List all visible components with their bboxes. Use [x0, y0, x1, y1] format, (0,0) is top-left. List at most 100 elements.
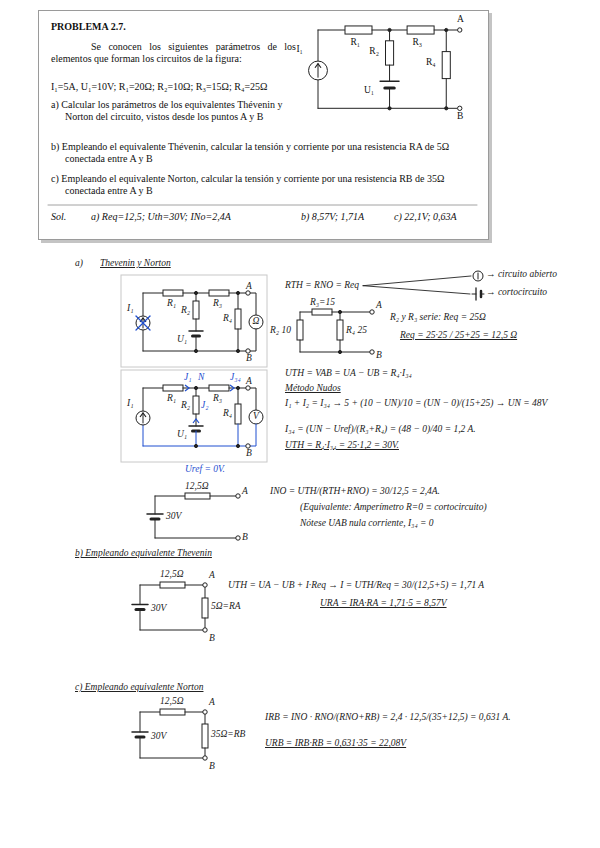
wire: [446, 30, 447, 52]
resistor-symbol: [160, 709, 185, 715]
wire: [143, 293, 163, 294]
handwritten-note: B: [209, 633, 215, 644]
terminal: [203, 583, 207, 587]
resistor-symbol: [235, 404, 241, 424]
arrow-head: [230, 385, 234, 391]
wire: [389, 65, 390, 81]
handwritten-note: A: [246, 376, 252, 387]
handwritten-note: R₄: [223, 313, 232, 324]
wire: [205, 587, 206, 598]
wire: [143, 425, 144, 446]
wire: [250, 293, 256, 315]
terminal: [236, 494, 240, 498]
handwritten-note: R₃: [213, 298, 222, 309]
problem-text: b) Empleando el equivalente Thévenin, ca…: [51, 141, 481, 165]
resistor-symbol: [160, 582, 185, 588]
wire: [196, 431, 197, 446]
resistor-symbol: [312, 309, 332, 315]
resistor-symbol: [193, 301, 199, 319]
solution-text: b) 8,57V; 1,71A: [301, 211, 364, 223]
wire: [318, 30, 345, 31]
resistor-symbol: [297, 320, 303, 340]
wire: [250, 329, 256, 351]
battery-symbol: [132, 604, 148, 606]
wire: [143, 413, 144, 423]
handwritten-note: A: [209, 570, 215, 581]
junction-dot: [338, 350, 341, 353]
resistor-symbol: [407, 26, 434, 34]
wire: [155, 496, 185, 497]
arrow-head: [185, 385, 189, 391]
battery-symbol: [189, 330, 203, 332]
current-source-symbol: [309, 61, 328, 80]
handwritten-note: 30V: [151, 603, 166, 614]
battery-symbol: [380, 81, 399, 83]
wire: [143, 293, 144, 316]
resistor-symbol: [163, 290, 183, 296]
handwritten-note: R₄: [223, 408, 232, 419]
handwritten-note: 30V: [166, 511, 181, 522]
blue-annotation: J₁: [184, 372, 192, 383]
resistor-symbol: [202, 598, 208, 618]
junction-dot: [236, 349, 239, 352]
wire: [140, 712, 160, 713]
handwritten-note: Ω: [253, 316, 260, 327]
handwritten-note: → circuito abierto: [486, 269, 557, 280]
handwritten-note: U₁: [177, 334, 187, 345]
wire: [446, 79, 447, 109]
battery-symbol: [147, 513, 163, 515]
resistor-symbol: [337, 320, 343, 340]
wire: [140, 737, 141, 758]
wire: [300, 312, 312, 313]
terminal: [246, 386, 250, 390]
wire: [318, 80, 319, 108]
junction-dot: [194, 386, 197, 389]
wire: [300, 352, 370, 353]
handwritten-note: B: [246, 448, 252, 459]
wire: [140, 630, 203, 631]
wire: [238, 329, 239, 351]
handwritten-note: R₂: [181, 400, 190, 411]
wire: [389, 88, 390, 108]
terminal: [246, 291, 250, 295]
problem-heading: PROBLEMA 2.7.: [51, 21, 351, 33]
problem-text: a) Calcular los parámetros de los equiva…: [51, 99, 296, 123]
wire: [205, 618, 206, 628]
wire: [140, 585, 160, 586]
problem-text: Se conocen los siguientes parámetros de …: [51, 41, 296, 65]
terminal: [458, 106, 462, 110]
handwritten-note: Req = 25·25 / 25+25 = 12,5 Ω: [400, 330, 517, 341]
handwritten-note: R₁: [167, 298, 176, 309]
wire: [238, 293, 239, 309]
wire: [332, 312, 370, 313]
handwritten-note: RTH = RNO = Req: [285, 280, 359, 291]
leader-line: [363, 276, 471, 286]
handwritten-note: R₄ 25: [346, 325, 367, 336]
blue-annotation: N: [198, 372, 204, 383]
figure-frame: [121, 370, 267, 462]
terminal: [203, 628, 207, 632]
handwritten-note: R₁: [167, 393, 176, 404]
wire: [185, 712, 203, 713]
handwritten-note: (Equivalente: Amperímetro R=0 ≡ cortocir…: [300, 502, 487, 513]
junction-dot: [388, 28, 391, 31]
handwritten-note: R₃=15: [310, 297, 335, 308]
terminal: [370, 310, 374, 314]
handwritten-note: Método Nudos: [285, 383, 341, 394]
meter-symbol: [249, 410, 263, 424]
wire: [155, 538, 236, 539]
terminal: [203, 756, 207, 760]
handwritten-note: → cortocircuito: [486, 287, 547, 298]
handwritten-note: A: [242, 486, 248, 497]
component-label: B: [457, 111, 463, 122]
wire: [140, 585, 141, 605]
wire: [143, 388, 144, 411]
wire: [250, 424, 256, 446]
handwritten-note: 30V: [151, 731, 166, 742]
junction-dot: [194, 349, 197, 352]
leader-line: [363, 286, 470, 294]
component-label: I₁: [296, 44, 302, 55]
handwritten-note: B: [376, 350, 382, 361]
junction-dot: [194, 291, 197, 294]
battery-symbol: [132, 731, 148, 733]
